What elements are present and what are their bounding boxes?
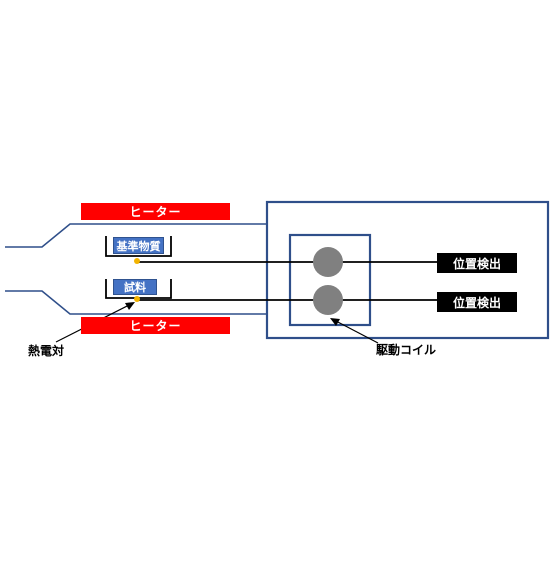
reference-material-label: 基準物質 — [116, 239, 161, 253]
drive-coil-arrowhead — [330, 318, 340, 326]
tube-lower-wall — [5, 290, 267, 315]
heater-bottom-label: ヒーター — [129, 319, 182, 333]
position-detector-bottom-label: 位置検出 — [452, 295, 501, 310]
sample-material-label: 試料 — [124, 281, 146, 294]
heater-top-label: ヒーター — [129, 205, 182, 219]
sample-material-box: 試料 — [113, 279, 157, 295]
thermocouple-reference-dot — [134, 258, 140, 264]
tube-upper-wall — [5, 223, 267, 248]
drive-coil-label: 駆動コイル — [376, 341, 436, 357]
position-detector-top: 位置検出 — [437, 253, 517, 273]
heater-top: ヒーター — [81, 203, 230, 220]
position-detector-top-label: 位置検出 — [452, 256, 501, 271]
drive-coil-upper — [313, 247, 343, 277]
thermocouple-arrowhead — [125, 302, 135, 310]
drive-coil-lower — [313, 285, 343, 315]
balance-housing — [265, 200, 550, 340]
heater-bottom: ヒーター — [81, 317, 230, 334]
position-detector-bottom: 位置検出 — [437, 292, 517, 312]
drive-coil-arrow — [333, 319, 379, 344]
drive-coil-frame — [288, 233, 372, 327]
reference-pan — [105, 236, 172, 257]
drive-coil-text: 駆動コイル — [376, 342, 437, 357]
reference-material-box: 基準物質 — [113, 237, 164, 254]
thermocouple-text: 熱電対 — [28, 343, 65, 358]
thermocouple-sample-dot — [134, 296, 140, 302]
thermocouple-label: 熱電対 — [28, 342, 64, 358]
